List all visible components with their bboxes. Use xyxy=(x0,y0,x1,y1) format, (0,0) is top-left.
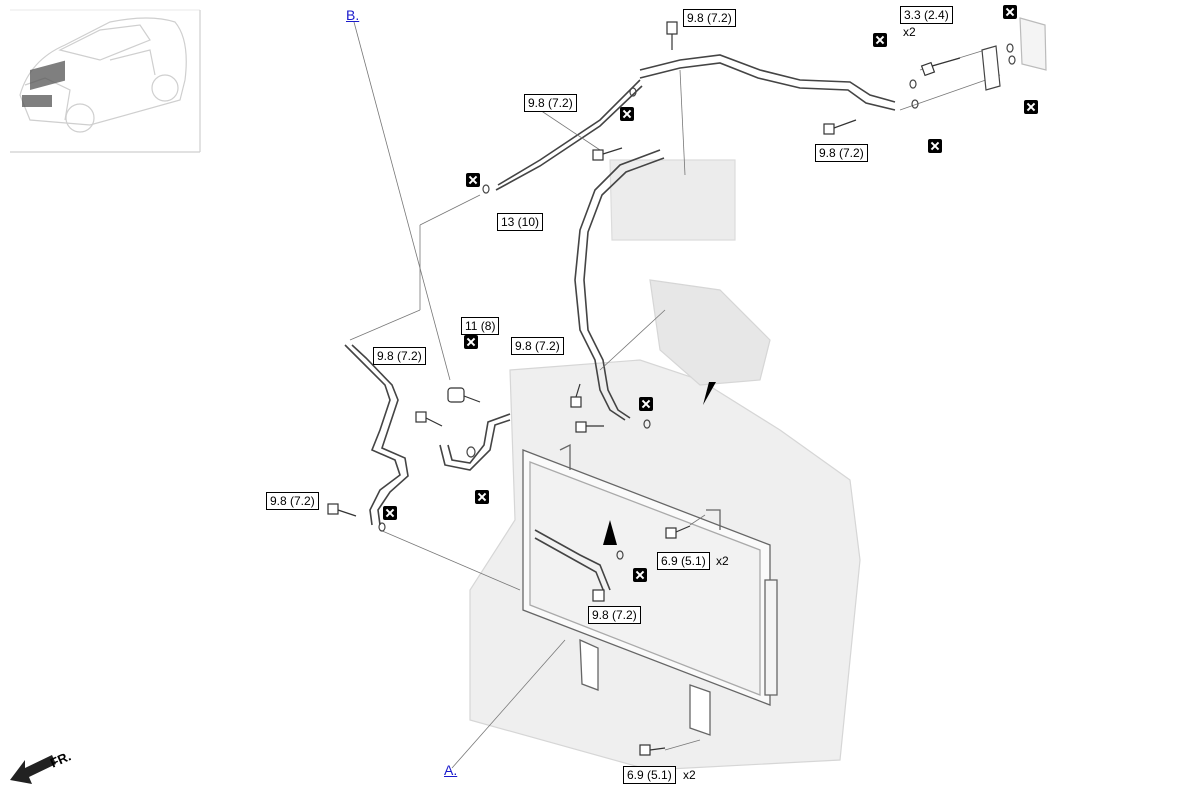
bolt-upper-left-pipe xyxy=(592,147,623,161)
multiplier-bottom: x2 xyxy=(683,768,696,782)
torque-label-right-bracket: 9.8 (7.2) xyxy=(815,144,868,162)
bolt-condenser-center xyxy=(592,589,605,602)
o-rings xyxy=(378,43,1016,560)
direction-arrows xyxy=(603,382,716,545)
bolt-left xyxy=(327,503,357,517)
replace-part-icon xyxy=(383,506,397,520)
bolt-mid-center-b xyxy=(575,421,604,433)
torque-label-left: 9.8 (7.2) xyxy=(266,492,319,510)
bolt-right-bracket xyxy=(823,119,857,135)
replace-part-icon xyxy=(928,139,942,153)
locator-highlight xyxy=(22,60,65,107)
torque-label-condenser-center: 9.8 (7.2) xyxy=(588,606,641,624)
torque-label-11: 11 (8) xyxy=(461,317,500,335)
torque-label-top-center: 9.8 (7.2) xyxy=(683,9,736,27)
replace-part-icon xyxy=(1003,5,1017,19)
torque-label-upper-left-pipe: 9.8 (7.2) xyxy=(524,94,577,112)
multiplier-condenser-bolt: x2 xyxy=(716,554,729,568)
leader-lines xyxy=(349,21,1001,769)
bolts xyxy=(327,21,961,756)
refrigerant-pipes xyxy=(344,54,896,593)
replace-part-icon xyxy=(873,33,887,47)
replace-part-icon xyxy=(1024,100,1038,114)
torque-label-mid-left: 9.8 (7.2) xyxy=(373,347,426,365)
bolt-bottom xyxy=(639,744,666,756)
replace-part-icon xyxy=(475,490,489,504)
multiplier-top-right: x2 xyxy=(903,25,916,39)
torque-label-mid-center: 9.8 (7.2) xyxy=(511,337,564,355)
bolt-mid-center-a xyxy=(570,383,582,408)
torque-label-13: 13 (10) xyxy=(497,213,544,231)
bolt-mid-left xyxy=(415,411,443,427)
replace-part-icon xyxy=(639,397,653,411)
reference-link-a[interactable]: A. xyxy=(444,762,458,778)
replace-part-icon xyxy=(620,107,634,121)
vehicle-locator-inset xyxy=(10,9,201,153)
bolt-top-center xyxy=(666,21,678,50)
front-arrow xyxy=(10,755,56,784)
reference-link-b[interactable]: B. xyxy=(346,7,360,23)
pressure-sensor xyxy=(447,387,481,403)
torque-label-condenser-bolt: 6.9 (5.1) xyxy=(657,552,710,570)
expansion-valve xyxy=(981,17,1047,91)
bolt-top-right xyxy=(920,57,961,77)
replace-part-icon xyxy=(466,173,480,187)
bolt-condenser xyxy=(665,525,691,539)
replace-part-icon xyxy=(464,335,478,349)
replace-part-icon xyxy=(633,568,647,582)
torque-label-top-right: 3.3 (2.4) xyxy=(900,6,953,24)
torque-label-bottom: 6.9 (5.1) xyxy=(623,766,676,784)
